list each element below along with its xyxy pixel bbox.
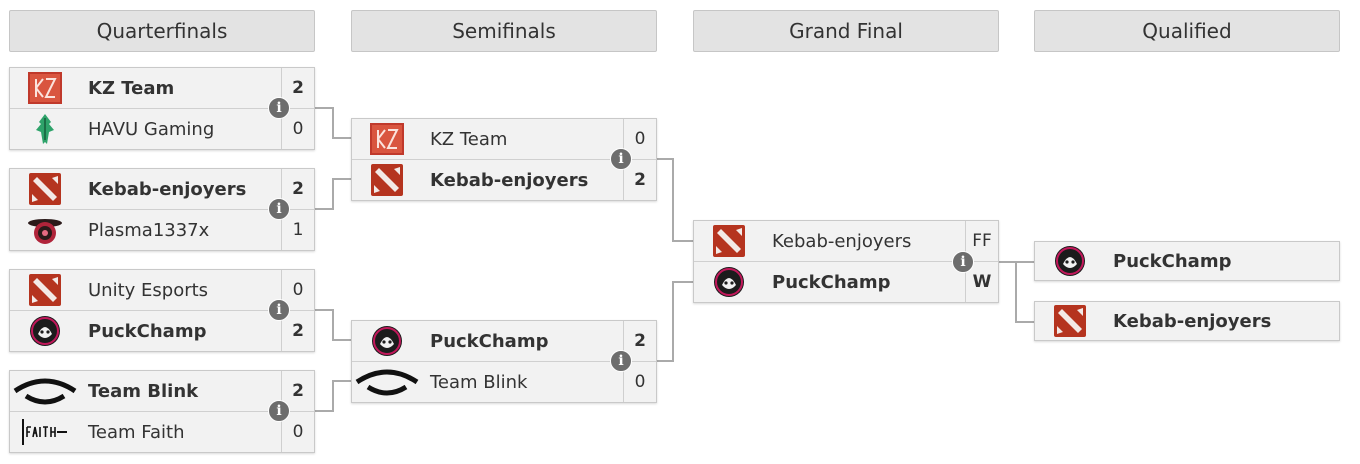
puckchamp-logo-icon xyxy=(694,262,764,302)
kz-logo-icon xyxy=(10,68,80,108)
team-name: KZ Team xyxy=(430,128,508,150)
team-name: Kebab-enjoyers xyxy=(1113,310,1272,332)
team-row[interactable]: KZ Team 2 xyxy=(10,68,314,108)
match-quarterfinal-2[interactable]: Kebab-enjoyers 2 Plasma1337x 1 xyxy=(9,168,315,251)
connector-sf2-gf xyxy=(657,281,693,362)
blink-logo-icon xyxy=(10,371,80,411)
dota-logo-icon xyxy=(352,160,422,200)
team-name: Kebab-enjoyers xyxy=(88,178,247,200)
dota-logo-icon xyxy=(10,169,80,209)
team-name: HAVU Gaming xyxy=(88,118,215,140)
connector-qf1-sf1 xyxy=(315,107,351,139)
puckchamp-logo-icon xyxy=(1035,241,1105,281)
match-grand-final[interactable]: Kebab-enjoyers FF PuckChamp W xyxy=(693,220,999,303)
connector-qf2-sf1 xyxy=(315,178,351,210)
team-row[interactable]: KZ Team 0 xyxy=(352,119,656,159)
match-info-icon[interactable]: i xyxy=(610,350,632,372)
team-name: PuckChamp xyxy=(772,271,891,293)
qualified-team-1[interactable]: PuckChamp xyxy=(1034,241,1340,281)
connector-qf4-sf2 xyxy=(315,380,351,412)
match-info-icon[interactable]: i xyxy=(952,251,974,273)
team-name: Team Faith xyxy=(88,421,185,443)
match-info-icon[interactable]: i xyxy=(268,97,290,119)
team-row[interactable]: Kebab-enjoyers 2 xyxy=(352,159,656,200)
plasma-logo-icon xyxy=(10,210,80,250)
team-row[interactable]: Team Blink 0 xyxy=(352,361,656,402)
team-row[interactable]: Plasma1337x 1 xyxy=(10,209,314,250)
team-name: KZ Team xyxy=(88,77,175,99)
team-row[interactable]: PuckChamp 2 xyxy=(352,321,656,361)
team-row[interactable]: Kebab-enjoyers FF xyxy=(694,221,998,261)
match-info-icon[interactable]: i xyxy=(268,400,290,422)
puckchamp-logo-icon xyxy=(352,321,422,361)
team-name: Team Blink xyxy=(430,371,528,393)
team-score: W xyxy=(965,262,998,302)
qualified-team-2[interactable]: Kebab-enjoyers xyxy=(1034,301,1340,341)
team-row[interactable]: Team Faith 0 xyxy=(10,411,314,452)
kz-logo-icon xyxy=(352,119,422,159)
match-quarterfinal-4[interactable]: Team Blink 2 Team Faith 0 xyxy=(9,370,315,453)
team-row[interactable]: PuckChamp 2 xyxy=(10,310,314,351)
team-score: 2 xyxy=(623,321,656,361)
match-quarterfinal-3[interactable]: Unity Esports 0 PuckChamp 2 xyxy=(9,269,315,352)
header-grand-final: Grand Final xyxy=(693,10,999,52)
blink-logo-icon xyxy=(352,362,422,402)
connector-sf1-gf xyxy=(657,158,693,242)
team-name: Unity Esports xyxy=(88,279,209,301)
dota-logo-icon xyxy=(1035,301,1105,341)
match-semifinal-2[interactable]: PuckChamp 2 Team Blink 0 xyxy=(351,320,657,403)
match-info-icon[interactable]: i xyxy=(268,299,290,321)
dota-logo-icon xyxy=(694,221,764,261)
team-name: PuckChamp xyxy=(88,320,207,342)
match-semifinal-1[interactable]: KZ Team 0 Kebab-enjoyers 2 xyxy=(351,118,657,201)
connector-gf-q2 xyxy=(999,261,1034,323)
header-semifinals: Semifinals xyxy=(351,10,657,52)
team-name: Kebab-enjoyers xyxy=(430,169,589,191)
match-quarterfinal-1[interactable]: KZ Team 2 HAVU Gaming 0 xyxy=(9,67,315,150)
team-row[interactable]: Kebab-enjoyers 2 xyxy=(10,169,314,209)
dota-logo-icon xyxy=(10,270,80,310)
match-info-icon[interactable]: i xyxy=(268,198,290,220)
team-name: Plasma1337x xyxy=(88,219,210,241)
team-score: 2 xyxy=(281,68,314,108)
puckchamp-logo-icon xyxy=(10,311,80,351)
team-row[interactable]: PuckChamp W xyxy=(694,261,998,302)
team-row[interactable]: HAVU Gaming 0 xyxy=(10,108,314,149)
team-name: PuckChamp xyxy=(1113,250,1232,272)
havu-logo-icon xyxy=(10,109,80,149)
header-qualified: Qualified xyxy=(1034,10,1340,52)
team-name: PuckChamp xyxy=(430,330,549,352)
connector-qf3-sf2 xyxy=(315,309,351,341)
team-name: Team Blink xyxy=(88,380,199,402)
team-name: Kebab-enjoyers xyxy=(772,230,912,252)
match-info-icon[interactable]: i xyxy=(610,148,632,170)
faith-logo-icon xyxy=(10,412,80,452)
header-quarterfinals: Quarterfinals xyxy=(9,10,315,52)
